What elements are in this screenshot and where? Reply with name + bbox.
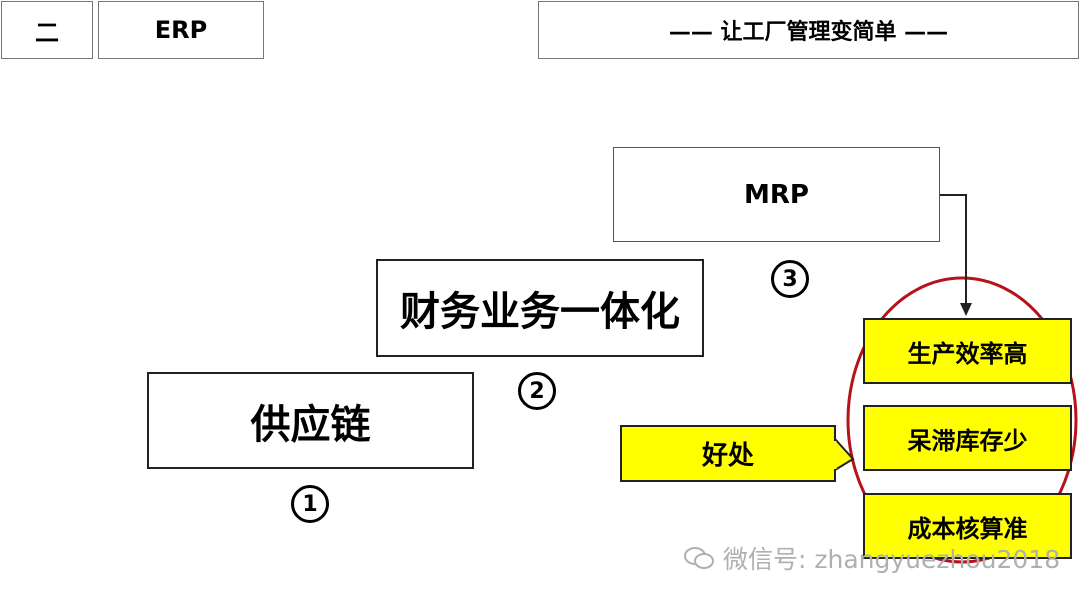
slogan: —— 让工厂管理变简单 ——: [538, 1, 1079, 59]
benefit-box-1: 生产效率高: [863, 318, 1072, 384]
finance-business-box: 财务业务一体化: [376, 259, 704, 357]
callout-tail-shape: [834, 436, 855, 472]
benefit-box-3: 成本核算准: [863, 493, 1072, 559]
watermark-text: 微信号: zhangyuezhou2018: [723, 545, 1061, 574]
step-number-3: 3: [771, 260, 809, 298]
section-number: 二: [1, 1, 93, 59]
watermark: 微信号: zhangyuezhou2018: [683, 540, 1060, 576]
mrp-box: MRP: [613, 147, 940, 242]
mrp-arrow: [940, 194, 967, 305]
benefit-box-2: 呆滞库存少: [863, 405, 1072, 471]
section-title: ERP: [98, 1, 264, 59]
supply-chain-box: 供应链: [147, 372, 474, 469]
mrp-arrow-head: [960, 303, 972, 316]
step-number-1: 1: [291, 485, 329, 523]
step-number-2: 2: [518, 372, 556, 410]
benefits-callout: 好处: [620, 425, 836, 482]
wechat-icon: [684, 547, 714, 569]
